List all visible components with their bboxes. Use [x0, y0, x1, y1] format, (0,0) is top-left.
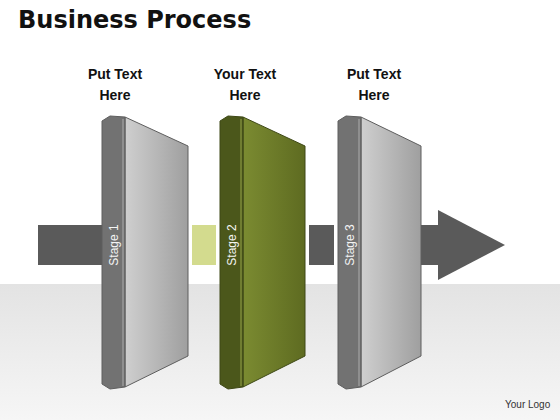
stage-heading: Your Text Here — [207, 64, 283, 106]
panel-face — [125, 117, 188, 387]
stage-heading: Put Text Here — [336, 64, 412, 106]
panel-highlight — [358, 119, 360, 386]
stage-label: Stage 3 — [343, 224, 357, 265]
logo-text: Your Logo — [505, 399, 550, 410]
flow-connector — [192, 225, 216, 265]
flow-connector — [309, 225, 334, 265]
panel-face — [243, 117, 305, 387]
panel-edge — [220, 116, 243, 389]
panel-edge — [338, 116, 361, 389]
diagram-title: Business Process — [18, 6, 251, 34]
stage-panel: Your Text HereStage 2 — [216, 62, 309, 394]
stage-label: Stage 1 — [107, 224, 121, 265]
stage-label: Stage 2 — [225, 224, 239, 265]
panel-highlight — [122, 119, 124, 386]
stage-panel: Put Text HereStage 3 — [334, 62, 425, 394]
arrow-tail — [38, 225, 104, 265]
panel-face — [361, 117, 421, 387]
panel-highlight — [240, 119, 242, 386]
stage-heading: Put Text Here — [77, 64, 153, 106]
panel-edge — [102, 116, 125, 389]
arrow-head — [438, 210, 505, 280]
stage-panel: Put Text HereStage 1 — [98, 62, 192, 394]
